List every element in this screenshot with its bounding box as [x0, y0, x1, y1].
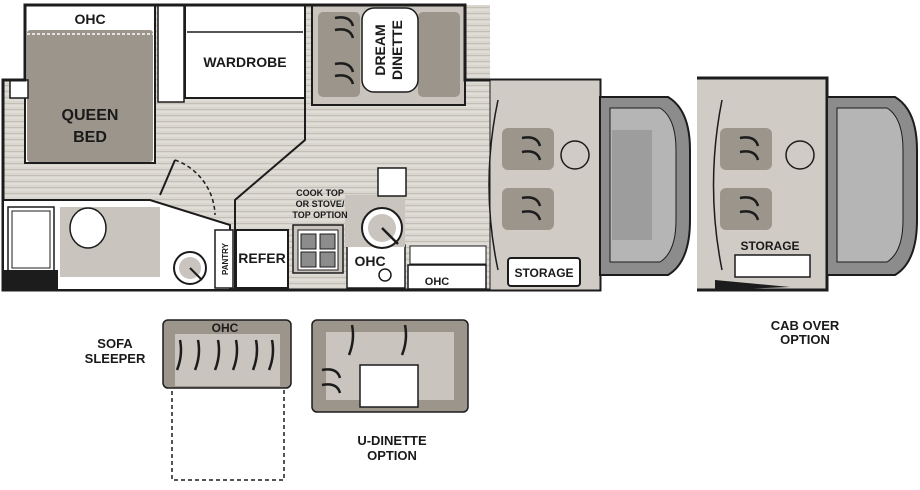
- label-u-dinette-1: U-DINETTE: [357, 433, 427, 448]
- label-bed: BED: [73, 129, 107, 146]
- label-dream: DREAM: [372, 24, 388, 75]
- sofa-sleeper-option: [162, 319, 292, 481]
- storage-box: [507, 257, 581, 287]
- label-cab-over-2: OPTION: [780, 332, 830, 347]
- u-dinette-option: [311, 319, 469, 413]
- label-wardrobe: WARDROBE: [203, 54, 286, 70]
- label-storage: STORAGE: [514, 266, 573, 280]
- wardrobe-cabinet: [184, 4, 306, 99]
- driver-seat: [502, 188, 554, 230]
- label-sofa-ohc: OHC: [212, 321, 239, 335]
- label-queen: QUEEN: [62, 107, 119, 124]
- label-refer: REFER: [238, 250, 285, 266]
- steering-wheel: [560, 140, 590, 170]
- label-sofa-1: SOFA: [97, 336, 133, 351]
- main-floorplan: [1, 3, 691, 292]
- labels: OHC QUEEN BED WARDROBE DREAM DINETTE COO…: [62, 11, 840, 463]
- label-ohc-kitchen: OHC: [354, 253, 385, 269]
- label-pantry: PANTRY: [221, 242, 230, 275]
- pantry: [214, 229, 234, 289]
- bottom-ohc: [407, 264, 487, 290]
- label-cab-storage: STORAGE: [740, 239, 799, 253]
- label-cooktop-1: COOK TOP: [296, 188, 344, 198]
- label-cab-over-1: CAB OVER: [771, 318, 840, 333]
- label-u-dinette-2: OPTION: [367, 448, 417, 463]
- shower: [7, 206, 55, 273]
- toilet: [69, 207, 107, 249]
- label-ohc-top: OHC: [74, 11, 105, 27]
- label-cooktop-3: TOP OPTION: [292, 210, 347, 220]
- passenger-seat: [502, 128, 554, 170]
- label-dinette: DINETTE: [389, 20, 405, 80]
- label-sofa-2: SLEEPER: [85, 351, 146, 366]
- refrigerator: [235, 229, 289, 289]
- nightstand: [9, 79, 29, 99]
- label-cooktop-2: OR STOVE/: [296, 199, 345, 209]
- queen-bed: [27, 30, 153, 162]
- cab-over-option: [697, 76, 918, 292]
- label-ohc-bottom: OHC: [425, 276, 450, 288]
- dinette-table: [359, 364, 419, 408]
